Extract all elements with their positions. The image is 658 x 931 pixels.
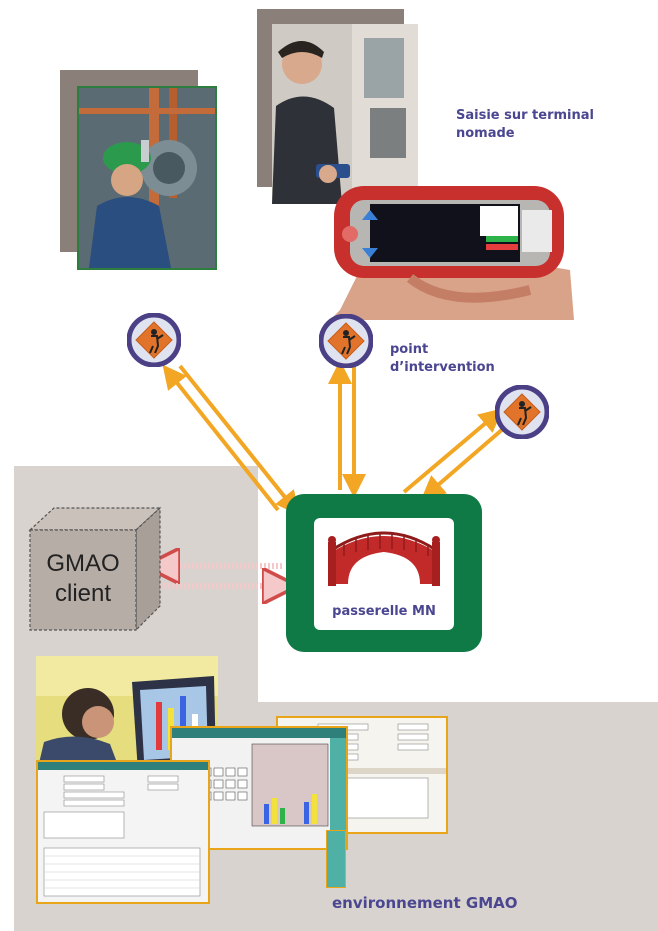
gmao-client-label-line1: GMAO — [46, 550, 120, 577]
photo-handheld-terminal — [330, 170, 574, 320]
gateway-label: passerelle MN — [332, 604, 436, 619]
gmao-window-list — [36, 760, 210, 904]
gateway-inner-panel: passerelle MN — [314, 518, 454, 630]
gateway-node: passerelle MN — [286, 494, 482, 652]
intervention-point-middle-icon — [319, 314, 373, 368]
photo-worker-helmet — [77, 86, 217, 270]
arrow-gateway-to-right-point — [402, 408, 504, 494]
intervention-label-line2: d’intervention — [390, 360, 495, 375]
arrow-gateway-to-left-point — [162, 364, 280, 512]
intervention-point-left-icon — [127, 313, 181, 367]
intervention-label-line1: point — [390, 342, 429, 357]
terminal-label-line1: Saisie sur terminal — [456, 108, 594, 123]
gmao-client-cube: GMAO client — [28, 506, 162, 632]
arrow-right-point-to-gateway — [420, 426, 506, 500]
photo-technician-terminal — [272, 24, 418, 204]
terminal-label-line2: nomade — [456, 126, 515, 141]
gmao-client-label-line2: client — [54, 580, 112, 607]
gmao-window-sidebar-strip — [326, 830, 346, 888]
arrow-left-point-to-gateway — [178, 364, 300, 516]
intervention-point-right-icon — [495, 385, 549, 439]
bridge-icon — [328, 522, 440, 588]
environment-label: environnement GMAO — [332, 894, 518, 912]
